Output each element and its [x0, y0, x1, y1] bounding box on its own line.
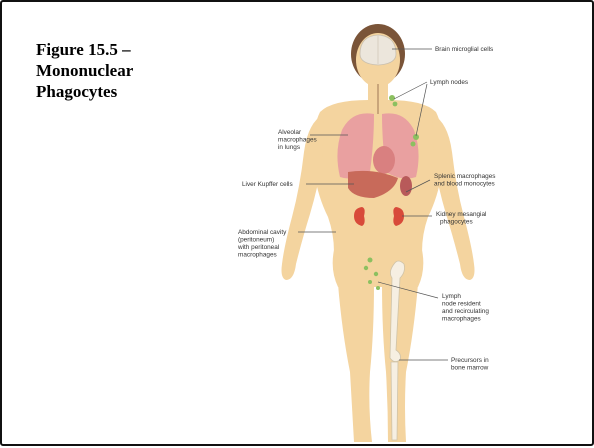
lymph-node	[411, 142, 416, 147]
label-liver: Liver Kupffer cells	[242, 181, 293, 188]
hips	[333, 250, 424, 287]
tibia	[391, 362, 398, 440]
label-abdominal: Abdominal cavity (peritoneum) with perit…	[237, 229, 288, 259]
label-splenic: Splenic macrophages and blood monocytes	[434, 173, 497, 188]
label-lymph-nodes: Lymph nodes	[430, 79, 468, 86]
callout-lymph-a	[394, 82, 427, 99]
label-lymph-resident: Lymph node resident and recirculating ma…	[442, 293, 491, 323]
lymph-node	[393, 102, 398, 107]
leg-right	[382, 284, 418, 442]
heart	[373, 146, 395, 174]
lymph-node	[374, 272, 378, 276]
arm-right	[432, 114, 475, 280]
lymph-node	[368, 258, 373, 263]
lymph-node	[376, 286, 380, 290]
spleen	[400, 176, 412, 196]
leg-left	[338, 284, 374, 442]
label-kidney: Kidney mesangial phagocytes	[436, 211, 488, 226]
lymph-node	[368, 280, 372, 284]
lymph-node	[389, 95, 395, 101]
label-precursors: Precursors in bone marrow	[451, 357, 490, 372]
label-brain: Brain microglial cells	[435, 46, 493, 53]
lymph-node	[364, 266, 368, 270]
